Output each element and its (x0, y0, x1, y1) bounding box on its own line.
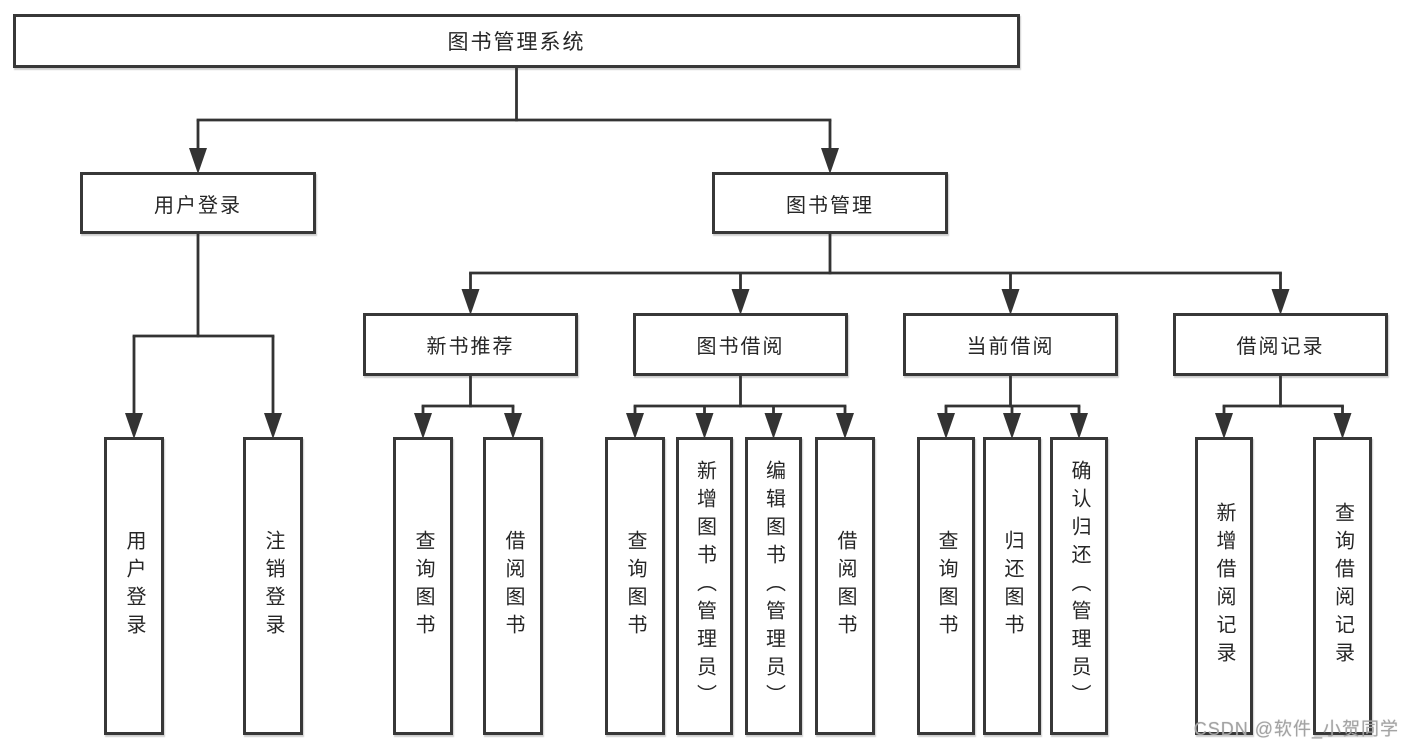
node-label: 借阅图书 (834, 530, 856, 642)
node-label: 图书管理系统 (447, 31, 586, 54)
node-label: 确认归还（管理员） (1068, 460, 1090, 712)
arrowhead-leaf-query-book-1 (414, 413, 432, 439)
node-leaf-edit-book: 编辑图书（管理员） (745, 437, 802, 735)
node-leaf-add-borrow-record: 新增借阅记录 (1195, 437, 1253, 735)
node-label: 用户登录 (154, 194, 242, 217)
arrowhead-book-borrow (731, 289, 750, 315)
node-label: 查询图书 (935, 530, 957, 642)
node-current-borrow: 当前借阅 (903, 313, 1118, 376)
arrowhead-user-login (189, 148, 207, 174)
arrowhead-current-borrow (1001, 289, 1020, 315)
node-leaf-borrow-book-1: 借阅图书 (483, 437, 543, 735)
node-label: 图书管理 (786, 194, 874, 217)
node-label: 注销登录 (262, 530, 284, 642)
arrowhead-leaf-return-book (1003, 413, 1021, 439)
node-leaf-logout: 注销登录 (243, 437, 303, 735)
node-label: 图书借阅 (696, 336, 785, 358)
node-label: 当前借阅 (966, 336, 1055, 358)
node-leaf-query-book-2: 查询图书 (605, 437, 665, 735)
arrowhead-leaf-user-login (125, 413, 143, 439)
node-label: 新增图书（管理员） (693, 460, 716, 712)
arrowhead-leaf-query-borrow-record (1333, 413, 1352, 439)
arrowhead-leaf-edit-book (764, 413, 783, 439)
node-leaf-query-book-1: 查询图书 (393, 437, 453, 735)
arrowhead-book-mgmt (821, 148, 839, 174)
arrowhead-new-book-recommend (461, 289, 480, 315)
node-leaf-return-book: 归还图书 (983, 437, 1041, 735)
node-leaf-add-book: 新增图书（管理员） (676, 437, 733, 735)
arrowhead-leaf-confirm-return (1070, 413, 1088, 439)
arrowhead-leaf-borrow-book-2 (836, 413, 854, 439)
node-label: 归还图书 (1001, 530, 1023, 642)
node-label: 查询借阅记录 (1331, 502, 1354, 670)
arrowhead-leaf-query-book-2 (626, 413, 644, 439)
node-leaf-confirm-return: 确认归还（管理员） (1050, 437, 1108, 735)
node-label: 查询图书 (412, 530, 434, 642)
arrowhead-leaf-logout (264, 413, 282, 439)
node-leaf-query-book-3: 查询图书 (917, 437, 975, 735)
arrowhead-leaf-borrow-book-1 (504, 413, 522, 439)
node-label: 编辑图书（管理员） (762, 460, 785, 712)
node-new-book-recommend: 新书推荐 (363, 313, 578, 376)
node-book-mgmt: 图书管理 (712, 172, 948, 234)
node-borrow-records: 借阅记录 (1173, 313, 1388, 376)
arrowhead-borrow-records (1271, 289, 1290, 315)
node-label: 用户登录 (123, 530, 145, 642)
node-root: 图书管理系统 (13, 14, 1020, 68)
node-user-login: 用户登录 (80, 172, 316, 234)
node-label: 新书推荐 (426, 336, 515, 358)
watermark-text: CSDN @软件_小贺同学 (1193, 719, 1399, 739)
arrowhead-leaf-add-book (695, 413, 714, 439)
node-leaf-borrow-book-2: 借阅图书 (815, 437, 875, 735)
node-book-borrow: 图书借阅 (633, 313, 848, 376)
node-label: 查询图书 (624, 530, 646, 642)
node-label: 借阅记录 (1236, 336, 1325, 358)
arrowhead-leaf-add-borrow-record (1215, 413, 1233, 439)
arrowhead-leaf-query-book-3 (937, 413, 955, 439)
node-leaf-query-borrow-record: 查询借阅记录 (1313, 437, 1372, 735)
node-label: 借阅图书 (502, 530, 524, 642)
node-label: 新增借阅记录 (1213, 502, 1235, 670)
node-leaf-user-login: 用户登录 (104, 437, 164, 735)
